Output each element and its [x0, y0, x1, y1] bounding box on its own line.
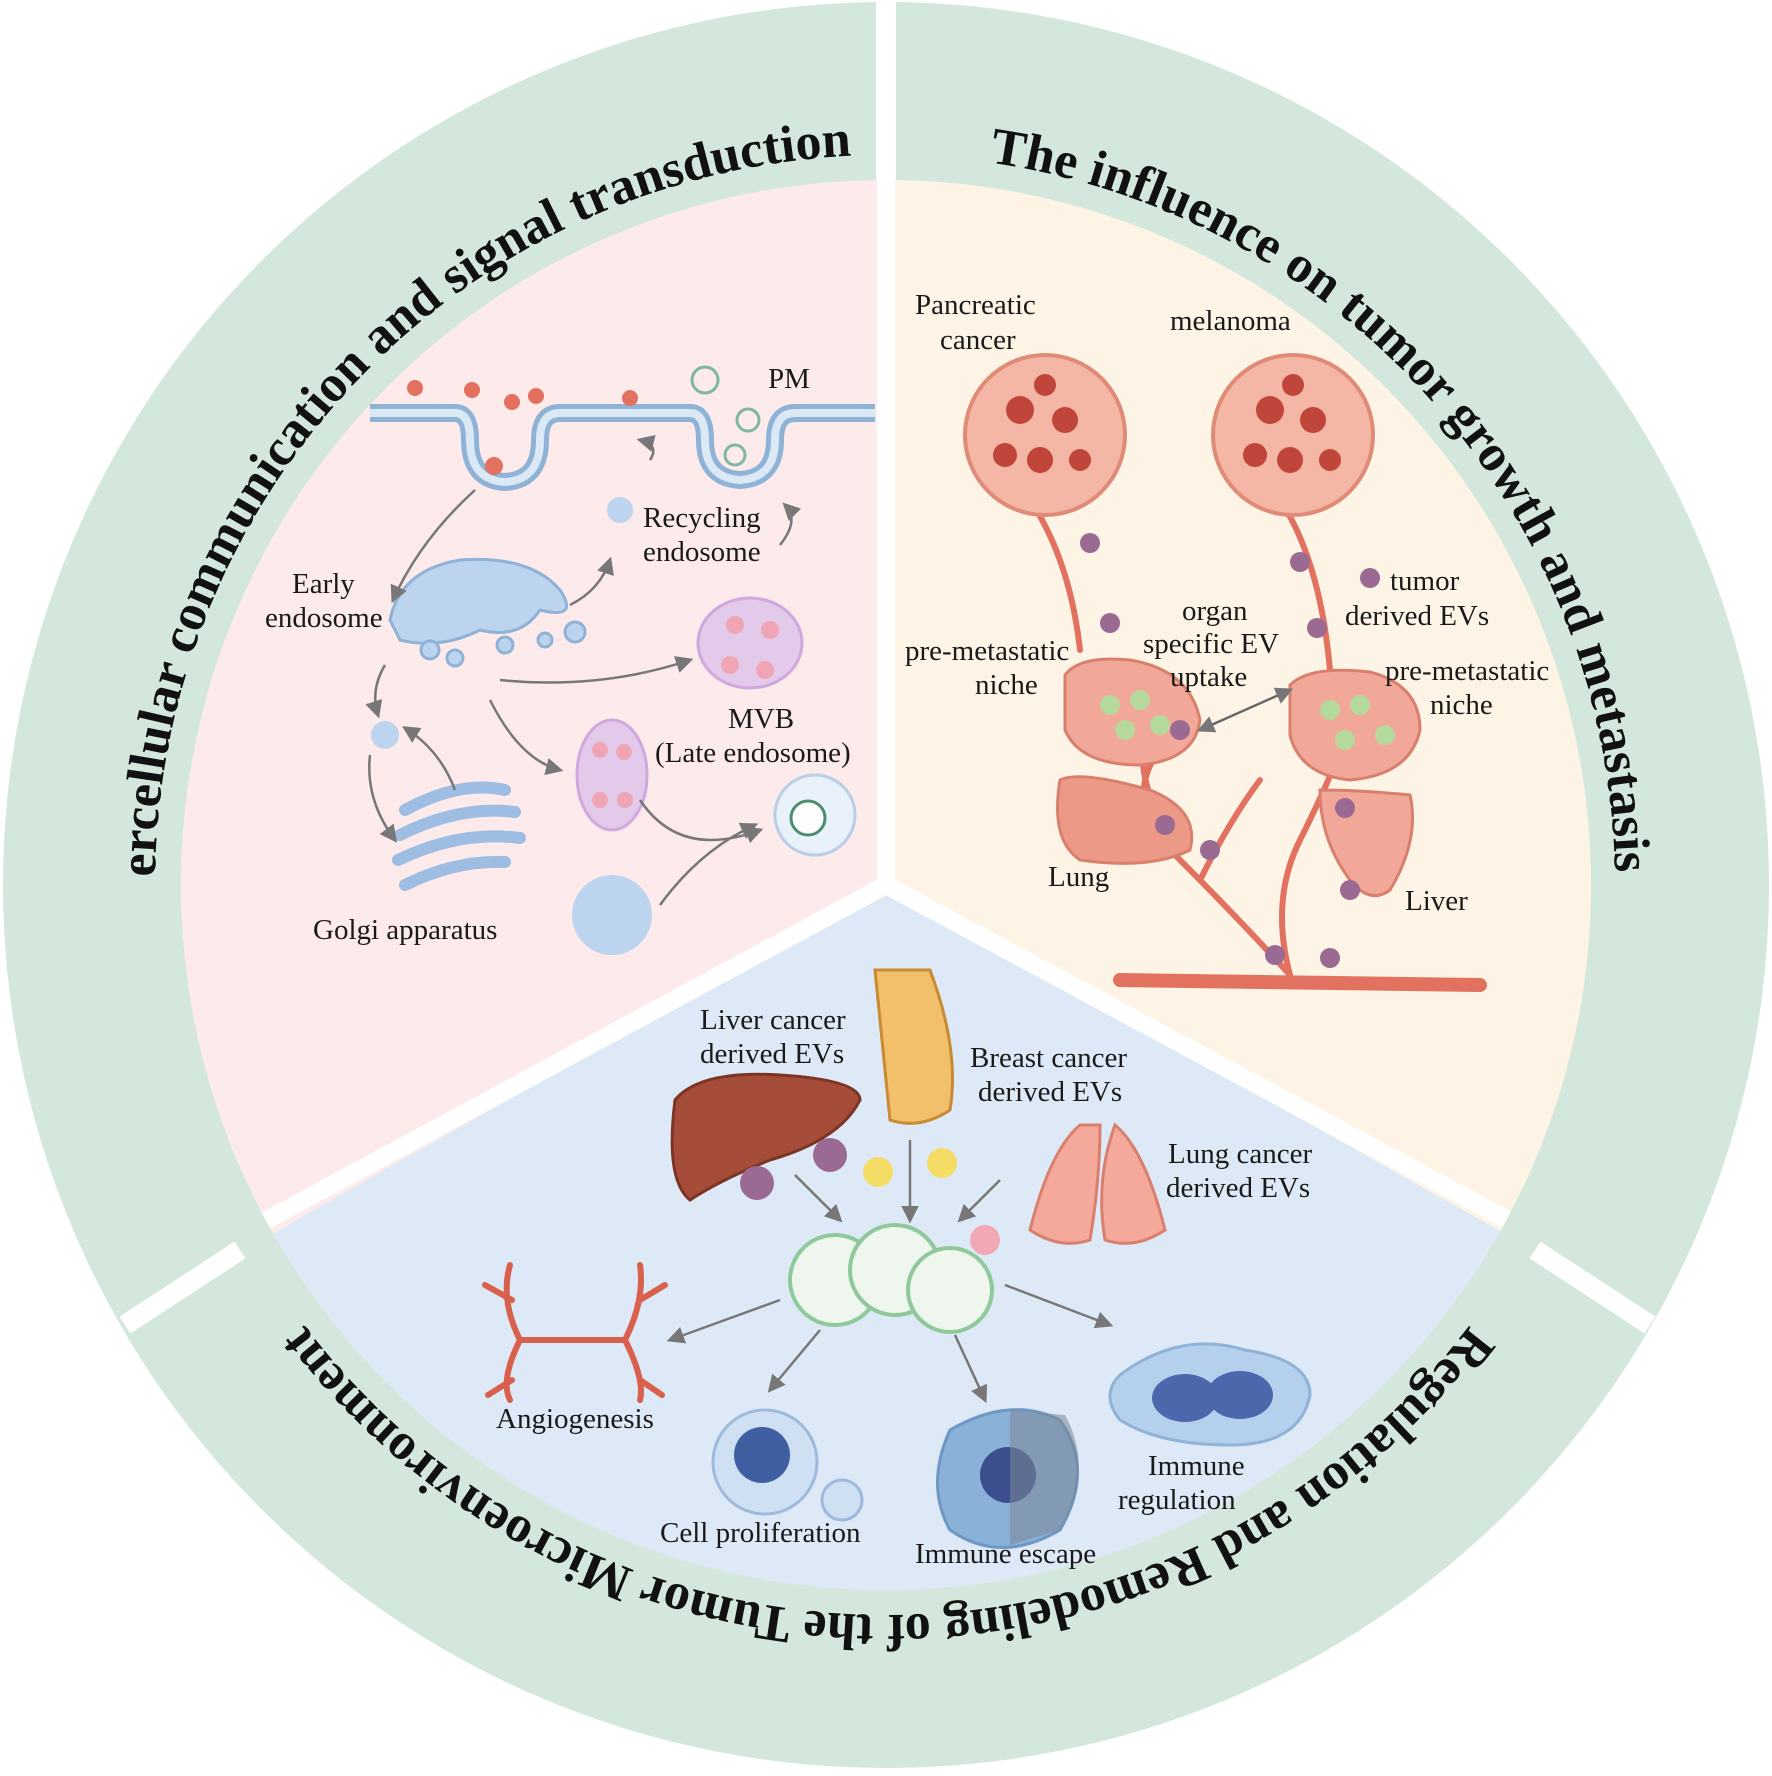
- liver-organ-icon: [670, 1072, 862, 1202]
- label-pm: PM: [768, 363, 810, 395]
- ev-arrows-out: [666, 1283, 1114, 1404]
- label-breast-cancer: Breast cancer: [970, 1042, 1127, 1074]
- exosome-release-icon: [773, 773, 857, 857]
- label-pre-metastatic-left: pre-metastatic: [905, 635, 1069, 667]
- label-late-endosome: (Late endosome): [655, 737, 851, 769]
- label-recycling: Recycling: [643, 502, 761, 534]
- label-pancreatic: Pancreatic: [915, 289, 1036, 321]
- label-pre-metastatic-right: pre-metastatic: [1385, 655, 1549, 687]
- label-lung-cancer: Lung cancer: [1168, 1138, 1312, 1170]
- tumor-ev-dots: [1080, 533, 1380, 968]
- label-organ: organ: [1182, 595, 1248, 627]
- label-derived-evs: derived EVs: [1345, 600, 1489, 632]
- pre-metastatic-niche-left-icon: [1063, 657, 1202, 767]
- label-immune: Immune: [1148, 1450, 1245, 1482]
- immune-escape-icon: [936, 1408, 1079, 1549]
- lung-icon: [1056, 775, 1194, 865]
- cell-proliferation-icon: [711, 1408, 864, 1522]
- small-vesicle-icon: [371, 721, 399, 749]
- label-lung-derived: derived EVs: [1166, 1172, 1310, 1204]
- pathway-arrows: [365, 434, 802, 906]
- cancer-ev-dots: [740, 1138, 1000, 1255]
- label-specific-ev: specific EV: [1143, 628, 1279, 660]
- early-endosome-icon: [388, 557, 587, 668]
- label-liver-derived: derived EVs: [700, 1038, 844, 1070]
- ev-cluster-center-icon: [788, 1223, 994, 1334]
- label-tumor: tumor: [1390, 565, 1460, 597]
- mvb-lower-icon: [575, 718, 649, 832]
- endocytosis-illustration: PM Recycling endosome Early endosome MVB…: [265, 363, 875, 955]
- ev-cluster-icon: [690, 365, 761, 467]
- angiogenesis-icon: [482, 1262, 668, 1403]
- label-liver: Liver: [1405, 885, 1468, 917]
- label-cancer: cancer: [940, 324, 1016, 356]
- immune-regulation-icon: [1108, 1342, 1312, 1447]
- golgi-apparatus-icon: [392, 781, 526, 891]
- lungs-icon: [1028, 1122, 1167, 1245]
- label-regulation: regulation: [1118, 1484, 1236, 1516]
- label-early: Early: [292, 568, 355, 600]
- metastasis-illustration: Pancreatic cancer melanoma tumor derived…: [905, 289, 1549, 992]
- ev-arrows-in: [794, 1140, 1001, 1224]
- label-uptake: uptake: [1170, 661, 1247, 693]
- label-immune-escape: Immune escape: [915, 1538, 1096, 1570]
- recycling-endosome-icon: [607, 497, 633, 523]
- label-mvb: MVB: [728, 703, 794, 735]
- label-breast-derived: derived EVs: [978, 1076, 1122, 1108]
- label-niche-right: niche: [1430, 689, 1493, 721]
- mvb-upper-icon: [696, 596, 804, 690]
- label-endosome: endosome: [643, 536, 761, 568]
- label-lung: Lung: [1048, 861, 1109, 893]
- pre-metastatic-niche-right-icon: [1288, 668, 1422, 782]
- ligand-icons: [407, 380, 638, 475]
- label-early-endosome: endosome: [265, 602, 383, 634]
- ev-uptake-arrow: [1196, 687, 1294, 733]
- pancreatic-tumor-icon: [963, 353, 1127, 517]
- label-melanoma: melanoma: [1170, 305, 1291, 337]
- melanoma-tumor-icon: [1211, 353, 1375, 517]
- label-cell-proliferation: Cell proliferation: [660, 1517, 861, 1549]
- label-golgi: Golgi apparatus: [313, 914, 497, 946]
- breast-icon: [873, 968, 954, 1125]
- label-liver-cancer: Liver cancer: [700, 1004, 846, 1036]
- large-vesicle-icon: [572, 875, 652, 955]
- microenvironment-illustration: Liver cancer derived EVs Breast cancer d…: [482, 968, 1312, 1570]
- label-niche-left: niche: [975, 669, 1038, 701]
- label-angiogenesis: Angiogenesis: [496, 1403, 654, 1435]
